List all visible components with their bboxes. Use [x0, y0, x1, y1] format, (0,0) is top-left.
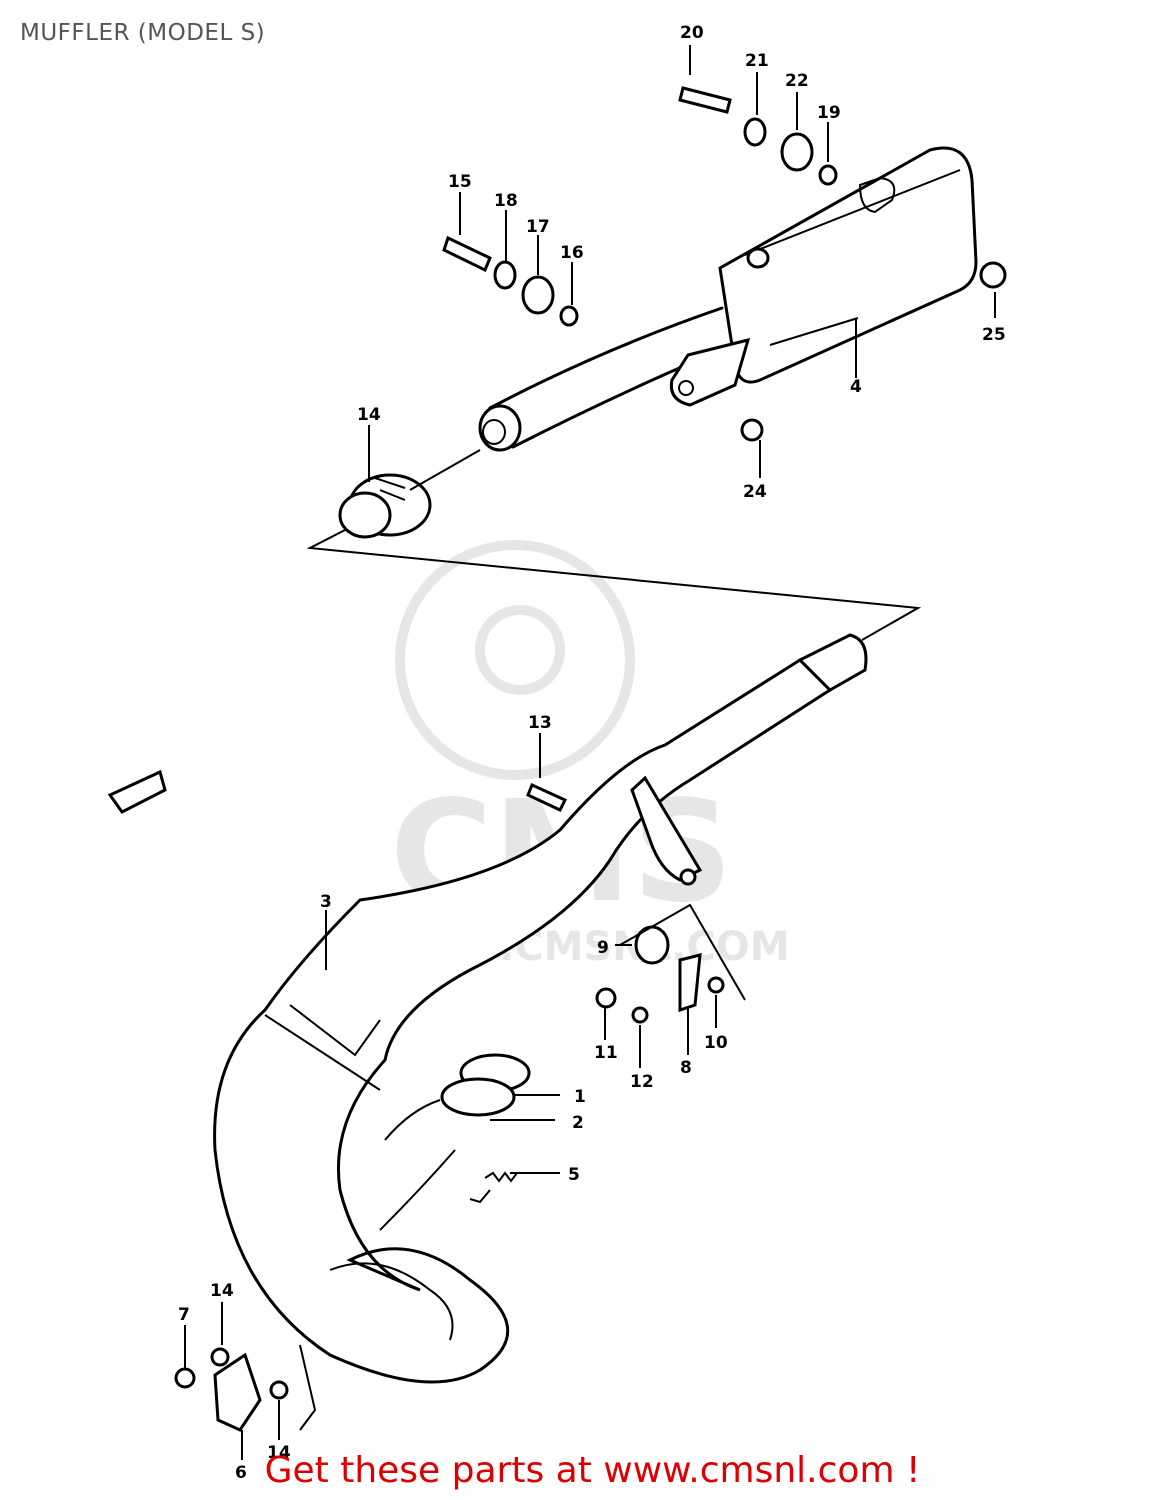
- end-cap-part-15: [338, 473, 432, 539]
- muffler-hardware: [442, 86, 1007, 812]
- callout-9: 9: [597, 938, 609, 958]
- callout-11: 11: [594, 1043, 618, 1063]
- callout-8: 8: [680, 1058, 692, 1078]
- callout-7: 7: [178, 1305, 190, 1325]
- callout-4: 4: [850, 377, 862, 397]
- callout-14-upper: 14: [210, 1281, 234, 1301]
- bracket-hardware: [595, 903, 746, 1024]
- callout-18: 17: [526, 217, 550, 237]
- callout-22: 21: [745, 51, 769, 71]
- gaskets-and-spring: [440, 1053, 531, 1204]
- callout-12: 12: [630, 1072, 654, 1092]
- guide-line-15: [409, 449, 481, 491]
- callout-5: 5: [568, 1165, 580, 1185]
- callout-6: 6: [235, 1463, 247, 1483]
- callout-14-lower: 14: [267, 1443, 291, 1463]
- muffler-part-4: [478, 146, 978, 452]
- callout-19: 18: [494, 191, 518, 211]
- leader-zigzag: [306, 529, 922, 641]
- callout-15: 14: [357, 405, 381, 425]
- footer-call-to-action[interactable]: Get these parts at www.cmsnl.com !: [264, 1450, 921, 1491]
- callout-23: 22: [785, 71, 809, 91]
- callout-21: 20: [680, 23, 704, 43]
- callout-25: 25: [982, 325, 1006, 345]
- callout-3: 3: [320, 892, 332, 912]
- front-arrow-icon: [107, 769, 167, 814]
- callout-1: 1: [574, 1087, 586, 1107]
- callout-17: 16: [560, 243, 584, 263]
- exhaust-chamber-part-3: [213, 633, 868, 1384]
- callout-24: 24: [743, 482, 767, 502]
- callout-2: 2: [572, 1113, 584, 1133]
- callout-13: 13: [528, 713, 552, 733]
- callout-16: 15: [448, 172, 472, 192]
- callout-10: 10: [704, 1033, 728, 1053]
- page-title: MUFFLER (MODEL S): [20, 20, 266, 46]
- callout-20: 19: [817, 103, 841, 123]
- bottom-hardware: [174, 1344, 317, 1432]
